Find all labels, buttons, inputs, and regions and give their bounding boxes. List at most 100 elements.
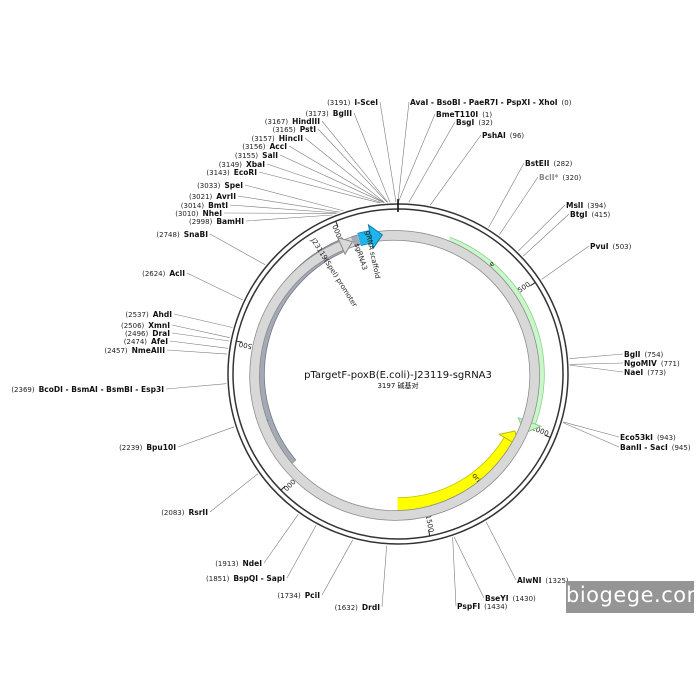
site-name: PstI <box>300 125 316 134</box>
site-position: (773) <box>647 369 666 377</box>
site-position: (1434) <box>484 603 508 611</box>
site-afei: AfeI(2474) <box>124 337 168 346</box>
leader-line <box>379 101 397 203</box>
leader-line <box>398 113 436 203</box>
leader-line <box>562 422 620 448</box>
leader-line <box>569 362 624 365</box>
leader-line <box>321 120 389 203</box>
leader-line <box>266 163 382 204</box>
site-pspfi: PspFI(1434) <box>457 602 508 611</box>
site-position: (1851) <box>206 575 230 583</box>
site-position: (943) <box>657 434 676 442</box>
site-name: NmeAIII <box>132 346 166 355</box>
site-position: (1913) <box>215 560 239 568</box>
site-position: (3173) <box>305 110 329 118</box>
feature-label-ori: ori <box>470 472 482 484</box>
site-position: (2748) <box>156 231 180 239</box>
backbone-ring <box>227 199 569 545</box>
restriction-site-labels: AvaI - BsoBI - PaeR7I - PspXI - XhoI(0)B… <box>11 98 691 612</box>
tick-mark <box>544 434 551 438</box>
site-name: MslI <box>566 201 583 210</box>
site-i-scei: I-SceI(3191) <box>327 98 378 107</box>
site-position: (3010) <box>175 210 199 218</box>
leader-line <box>569 364 624 373</box>
site-position: (3014) <box>181 202 205 210</box>
site-pcii: PciI(1734) <box>277 591 320 600</box>
tick-mark <box>335 221 339 227</box>
site-snabi: SnaBI(2748) <box>156 230 208 239</box>
site-bsgi: BsgI(32) <box>456 118 493 127</box>
feature-j23119-spei-promoter <box>250 230 540 520</box>
site-position: (2496) <box>125 330 149 338</box>
site-position: (503) <box>613 243 632 251</box>
site-nhei: NheI (3010) <box>175 209 222 218</box>
site-name: XmnI <box>148 321 170 330</box>
leader-line <box>317 128 388 203</box>
site-hincii: HincII(3157) <box>252 134 304 143</box>
tick-label: 1500 <box>424 514 435 533</box>
site-name: AvrII <box>216 192 236 201</box>
site-position: (2537) <box>125 311 149 319</box>
site-name: BglI <box>624 350 641 359</box>
site-name: BstEII <box>525 159 550 168</box>
site-ahdi: AhdI(2537) <box>125 310 172 319</box>
site-bmti: BmtI(3014) <box>181 201 228 210</box>
site-avrii: AvrII(3021) <box>189 192 236 201</box>
plasmid-name: pTargetF-poxB(E.coli)-J23119-sgRNA3 <box>304 370 492 381</box>
site-msli: MslI(394) <box>566 201 606 210</box>
site-name: BsgI <box>456 118 475 127</box>
tick-mark <box>428 529 431 537</box>
site-name: BcoDI - BsmAI - BsmBI - Esp3I <box>39 385 165 394</box>
site-pvui: PvuI (503) <box>590 242 632 251</box>
leader-line <box>279 154 384 203</box>
site-pshai: PshAI (96) <box>482 131 524 140</box>
leader-line <box>245 214 333 222</box>
site-position: (2369) <box>11 386 35 394</box>
leader-line <box>321 539 353 596</box>
site-name: PshAI <box>482 131 506 140</box>
leader-line <box>518 204 566 252</box>
site-xmni: XmnI(2506) <box>121 321 170 330</box>
site-name: AclI <box>169 269 185 278</box>
site-name: HincII <box>279 134 303 143</box>
site-drdi: DrdI(1632) <box>335 603 381 612</box>
site-position: (32) <box>478 119 493 127</box>
site-position: (96) <box>510 132 525 140</box>
site-name: NaeI <box>624 368 643 377</box>
site-name: NheI <box>203 209 223 218</box>
site-name: HindIII <box>292 117 320 126</box>
site-position: (1430) <box>513 595 537 603</box>
site-name: I-SceI <box>354 98 378 107</box>
site-bseyi: BseYI(1430) <box>485 594 536 603</box>
site-position: (3033) <box>197 182 221 190</box>
site-position: (3165) <box>273 126 297 134</box>
leader-line <box>304 137 385 203</box>
site-position: (0) <box>562 99 572 107</box>
site-position: (2083) <box>161 509 185 517</box>
site-ngomiv: NgoMIV(771) <box>624 359 680 368</box>
site-name: AfeI <box>151 337 168 346</box>
site-banii-saci: BanII - SacI(945) <box>620 443 691 452</box>
site-leader-lines <box>165 101 624 608</box>
site-ndei: NdeI(1913) <box>215 559 262 568</box>
site-position: (3149) <box>219 161 243 169</box>
leader-line <box>229 204 338 214</box>
tick-mark <box>236 340 243 343</box>
site-position: (1325) <box>545 577 569 585</box>
leader-line <box>430 134 482 206</box>
plasmid-length: 3197 碱基对 <box>377 381 418 390</box>
watermark-text: biogege.com <box>566 583 700 607</box>
site-name: BamHI <box>216 217 244 226</box>
leader-line <box>263 514 299 564</box>
feature-label-sgrna3: sgRNA3 <box>353 243 369 272</box>
leader-line <box>569 353 624 360</box>
site-xbai: XbaI(3149) <box>219 160 265 169</box>
site-position: (2998) <box>189 218 213 226</box>
leader-line <box>286 525 317 579</box>
site-btgi: BtgI(415) <box>570 210 611 219</box>
site-position: (415) <box>591 211 610 219</box>
site-name: PvuI <box>590 242 609 251</box>
site-position: (1734) <box>277 592 301 600</box>
leader-line <box>258 171 380 204</box>
